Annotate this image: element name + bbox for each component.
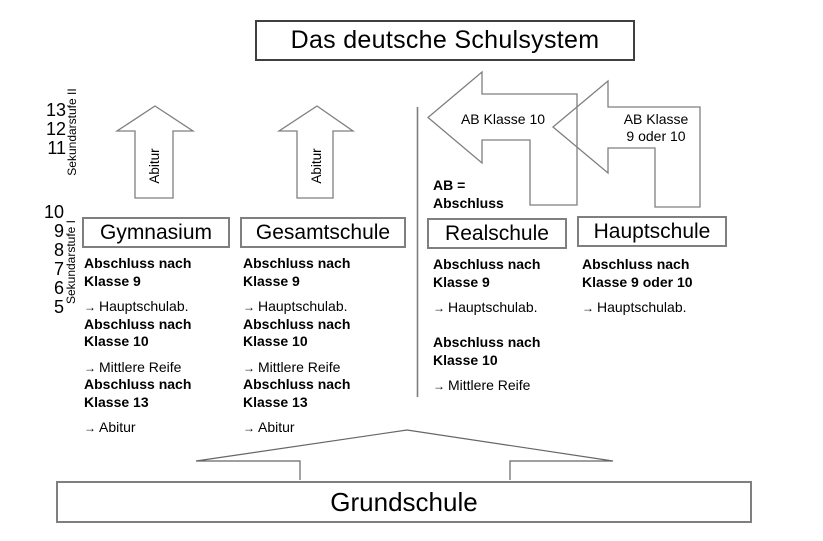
sekundarstufe-2-label: Sekundarstufe II [65,88,79,176]
abschluss-heading-line: Klasse 9 [243,272,300,289]
abschluss-heading-line: Abschluss nach [243,376,351,392]
abschluss-heading-line: Klasse 9 oder 10 [582,273,693,290]
school-box-gymnasium: Gymnasium [82,217,230,248]
right-arrow-icon: → [84,300,96,314]
abschluss-heading-line: Abschluss nach [84,315,192,332]
abschluss-heading-line: Klasse 13 [243,393,308,410]
grundschule-roof-arrow [195,429,614,480]
right-arrow-icon: → [243,360,255,375]
right-arrow-icon: → [84,421,96,435]
abschluss-heading-line: Klasse 13 [84,393,149,410]
grade-5: 5 [53,297,64,317]
abschluss-heading-line: Abschluss nach [243,255,351,271]
transfer-arrow-label-realschule: AB Klasse 10 [460,111,546,127]
abschluss-heading-line: Abschluss nach [433,256,541,272]
qualification-line: →Hauptschulab. [582,299,687,315]
school-box-gesamtschule: Gesamtschule [240,217,406,248]
abschluss-heading-line: Klasse 10 [243,333,308,349]
qualification-line: →Hauptschulab. [433,299,538,315]
transfer-arrow-label-hauptschule: AB Klasse 9 oder 10 [610,111,702,145]
qualification-line: →Hauptschulab. [243,298,348,314]
grade-6: 6 [53,278,64,298]
abschluss-heading-line: Klasse 10 [433,351,498,368]
grade-11: 11 [47,138,66,158]
qualification-line: →Mittlere Reife [433,377,531,393]
ab-abbreviation-note: AB = Abschluss [433,176,504,212]
grade-8: 8 [53,240,64,260]
qualification-line: →Abitur [84,419,136,435]
abschluss-heading-line: Klasse 9 [84,272,141,289]
sekundarstufe-1-label: Sekundarstufe I [64,219,78,305]
abschluss-heading-line: Abschluss nach [84,255,192,271]
transfer-arrow-label-line1: AB Klasse [623,111,689,127]
grade-10: 10 [43,202,64,222]
right-arrow-icon: → [84,360,96,375]
right-arrow-icon: → [433,301,445,315]
qualification-line: →Hauptschulab. [84,298,189,314]
qualification-line: →Abitur [243,419,295,435]
grundschule-box: Grundschule [56,481,752,523]
grade-12: 12 [45,119,66,139]
blank-line [433,317,585,335]
ab-note-line2: Abschluss [433,195,504,211]
right-arrow-icon: → [582,301,594,315]
transfer-arrow-label-line2: 9 oder 10 [626,128,686,144]
qualification-line: →Mittlere Reife [243,358,341,375]
abschluss-heading-line: Abschluss nach [243,315,351,332]
right-arrow-icon: → [243,300,255,314]
grade-9: 9 [53,221,64,241]
abschluss-heading-line: Klasse 9 [433,273,490,290]
right-arrow-icon: → [243,421,255,435]
abschluss-heading-line: Abschluss nach [84,376,192,392]
abschluss-heading-line: Abschluss nach [582,256,690,272]
abschluss-heading-line: Klasse 10 [84,333,149,349]
abschluss-heading-line: Abschluss nach [433,334,541,350]
grade-13: 13 [45,100,66,120]
qualification-line: →Mittlere Reife [84,358,182,375]
ab-note-line1: AB = [433,177,466,193]
school-box-realschule: Realschule [427,218,567,249]
school-box-hauptschule: Hauptschule [577,216,727,247]
right-arrow-icon: → [433,379,445,393]
abitur-arrow-label-right: Abitur [308,148,324,184]
page-title: Das deutsche Schulsystem [255,20,635,61]
grade-7: 7 [53,259,64,279]
abitur-arrow-label-left: Abitur [146,148,162,184]
